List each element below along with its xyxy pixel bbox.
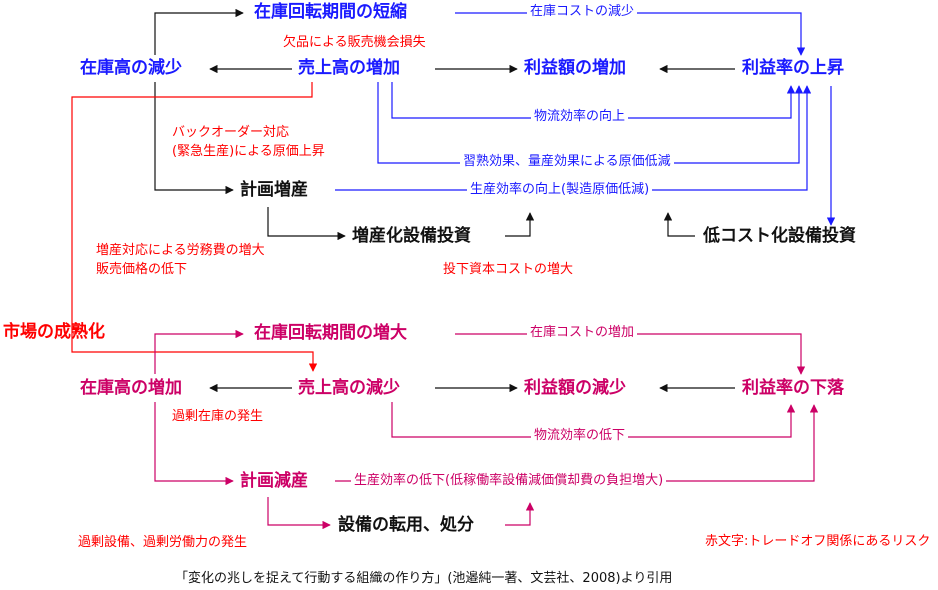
- edge-to-equipment-disposal: [267, 497, 331, 530]
- node-equipment-disposal: 設備の転用、処分: [338, 515, 474, 535]
- edge-capacity-to-productivity: [505, 212, 535, 237]
- risk-labor-cost-line2: 販売価格の低下: [96, 262, 188, 277]
- edge-to-capacity-invest: [267, 207, 346, 241]
- edge-label-productivity-down: 生産効率の低下(低稼働率設備減価償却費の負担増大): [351, 474, 667, 487]
- source-caption: 「変化の兆しを捉えて行動する組織の作り方」(池邉純一著、文芸社、2008)より引…: [175, 571, 673, 586]
- edge-to-turnover-short: [154, 8, 244, 55]
- edge-disposal-to-productivity: [505, 502, 535, 526]
- node-sales-increase: 売上高の増加: [298, 58, 400, 78]
- edge-to-planned-increase: [154, 82, 234, 195]
- edge-label-inventory-cost-decrease: 在庫コストの減少: [527, 5, 638, 18]
- edge-label-logistics-down: 物流効率の低下: [531, 429, 629, 442]
- risk-excess-inventory: 過剰在庫の発生: [172, 409, 264, 424]
- node-margin-rise: 利益率の上昇: [742, 58, 844, 78]
- node-margin-fall: 利益率の下落: [742, 378, 844, 398]
- node-lowcost-invest: 低コスト化設備投資: [703, 226, 856, 246]
- node-profit-increase: 利益額の増加: [524, 58, 626, 78]
- node-profit-decrease: 利益額の減少: [524, 378, 626, 398]
- edge-productivity-up: [335, 85, 812, 191]
- risk-backorder-line2: (緊急生産)による原価上昇: [172, 144, 325, 159]
- risk-labor-cost-line1: 増産対応による労務費の増大: [96, 243, 265, 258]
- legend-risk-note: 赤文字:トレードオフ関係にあるリスク: [705, 534, 931, 549]
- node-turnover-short: 在庫回転期間の短縮: [254, 2, 407, 22]
- risk-stockout-loss: 欠品による販売機会損失: [283, 35, 426, 50]
- node-capacity-invest: 増産化設備投資: [352, 226, 471, 246]
- edge-inventory-cost-decrease: [455, 12, 806, 56]
- node-sales-decrease: 売上高の減少: [298, 378, 400, 398]
- edge-label-inventory-cost-increase: 在庫コストの増加: [527, 326, 638, 339]
- edge-lowcost-to-productivity: [663, 212, 695, 237]
- node-inventory-decrease: 在庫高の減少: [80, 58, 182, 78]
- risk-excess-capacity: 過剰設備、過剰労働力の発生: [78, 535, 248, 550]
- edge-label-logistics-up: 物流効率の向上: [531, 110, 629, 123]
- edge-inventory-cost-increase: [455, 333, 806, 375]
- risk-backorder-line1: バックオーダー対応: [172, 125, 290, 140]
- edge-productivity-down: [335, 404, 819, 482]
- edge-market-maturity: [71, 82, 318, 372]
- edge-label-learning-scale: 習熟効果、量産効果による原価低減: [460, 155, 674, 168]
- node-planned-cut: 計画減産: [240, 471, 308, 491]
- edge-to-planned-cut: [154, 402, 234, 486]
- node-inventory-increase: 在庫高の増加: [80, 378, 182, 398]
- pivot-market-maturity: 市場の成熟化: [3, 322, 105, 342]
- node-planned-increase: 計画増産: [240, 180, 308, 200]
- node-turnover-long: 在庫回転期間の増大: [254, 323, 407, 343]
- edge-label-productivity-up: 生産効率の向上(製造原価低減): [467, 183, 653, 196]
- edge-to-turnover-long: [154, 329, 244, 374]
- risk-capital-cost: 投下資本コストの増大: [443, 262, 574, 277]
